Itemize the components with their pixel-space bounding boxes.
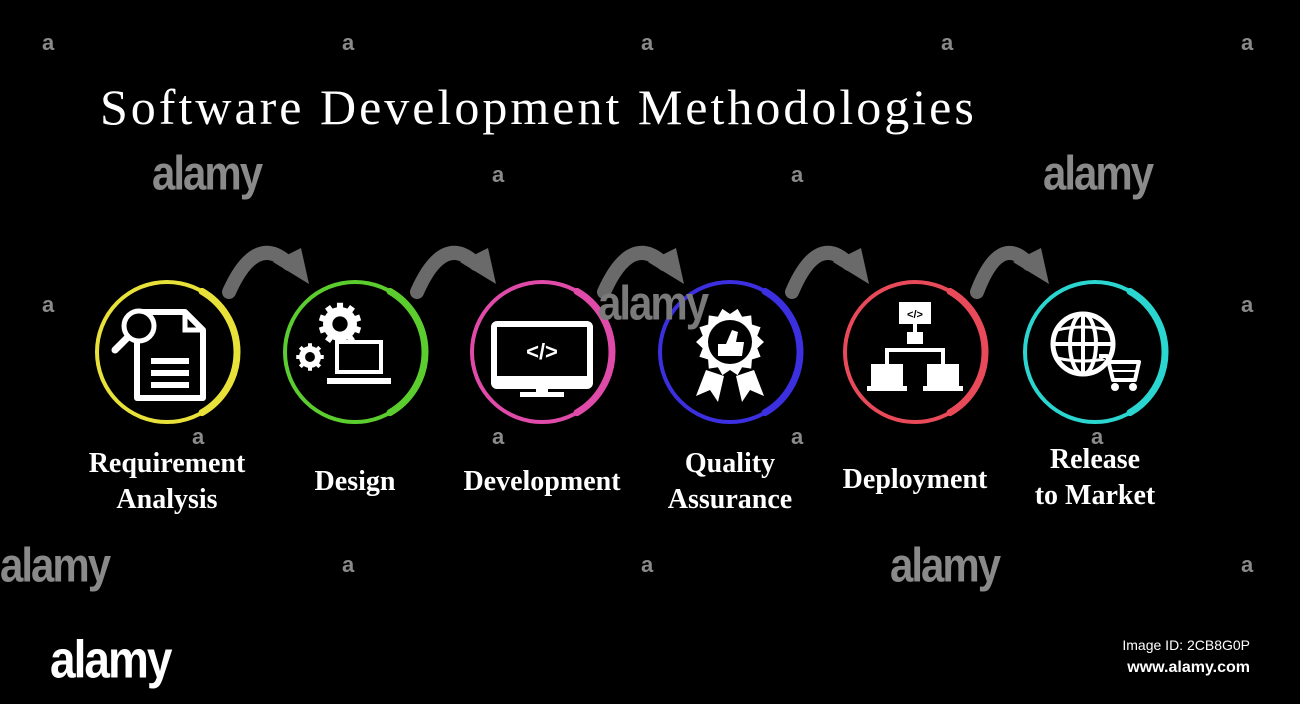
step-ring [843, 280, 989, 424]
step-label: Development [432, 464, 652, 500]
step-rings [95, 280, 1169, 424]
watermark-brand-logo: alamy [50, 629, 172, 689]
step-label-line: Quality [684, 448, 776, 479]
watermark-mark: a [1241, 30, 1254, 55]
flow-arrows [222, 246, 1049, 299]
watermark-mark: a [342, 552, 355, 577]
network-deployment-icon: </> [867, 302, 963, 391]
watermark-mark: a [641, 552, 654, 577]
watermark-mark: a [192, 424, 205, 449]
watermark-logo: alamy [598, 276, 709, 331]
step-label-line: Deployment [842, 464, 988, 495]
code-monitor-icon: </> [491, 321, 593, 397]
flow-arrow [785, 246, 869, 299]
source-url-label: www.alamy.com [1127, 659, 1250, 676]
flow-arrow [597, 246, 684, 299]
step-ring [658, 280, 804, 424]
step-label: Deployment [805, 462, 1025, 498]
step-label-line: to Market [1034, 480, 1156, 511]
watermark-mark: a [941, 30, 954, 55]
step-label-line: Assurance [667, 484, 793, 515]
watermark-mark: a [42, 30, 55, 55]
code-symbol: </> [526, 339, 558, 364]
watermark-mark: a [791, 424, 804, 449]
watermark-mark: a [42, 292, 55, 317]
step-ring [1023, 280, 1169, 424]
step-label-line: Development [463, 466, 621, 497]
step-label-line: Design [314, 466, 396, 497]
step-icons: </> </> [111, 302, 1141, 402]
watermark-logo: alamy [890, 538, 1001, 593]
watermark-mark: a [641, 30, 654, 55]
watermark-mark: a [1091, 424, 1104, 449]
gears-laptop-icon [296, 302, 391, 384]
step-label: Design [245, 464, 465, 500]
globe-cart-icon [1050, 311, 1141, 391]
flow-arrow [410, 246, 496, 299]
flow-arrow [970, 246, 1049, 299]
step-label-line: Analysis [116, 484, 218, 515]
step-ring [283, 280, 429, 424]
watermark-mark: a [492, 162, 505, 187]
watermark-mark: a [1241, 552, 1254, 577]
watermark-mark: a [791, 162, 804, 187]
watermark-logo: alamy [1043, 146, 1154, 201]
flow-arrow [222, 246, 309, 299]
watermark-mark: a [492, 424, 505, 449]
watermark-logo: alamy [152, 146, 263, 201]
image-id-label: Image ID: 2CB8G0P [1122, 637, 1250, 653]
watermark-mark: a [342, 30, 355, 55]
document-search-icon [111, 308, 206, 401]
watermark-mark: a [1241, 292, 1254, 317]
step-label-line: Requirement [88, 448, 246, 479]
step-label: Release to Market [985, 442, 1205, 514]
step-ring [470, 280, 616, 424]
quality-badge-icon [696, 308, 764, 402]
watermark-logo: alamy [0, 538, 111, 593]
diagram-title: Software Development Methodologies [100, 79, 977, 135]
step-label-line: Release [1049, 444, 1141, 475]
code-symbol: </> [907, 309, 923, 321]
step-ring [95, 280, 241, 424]
